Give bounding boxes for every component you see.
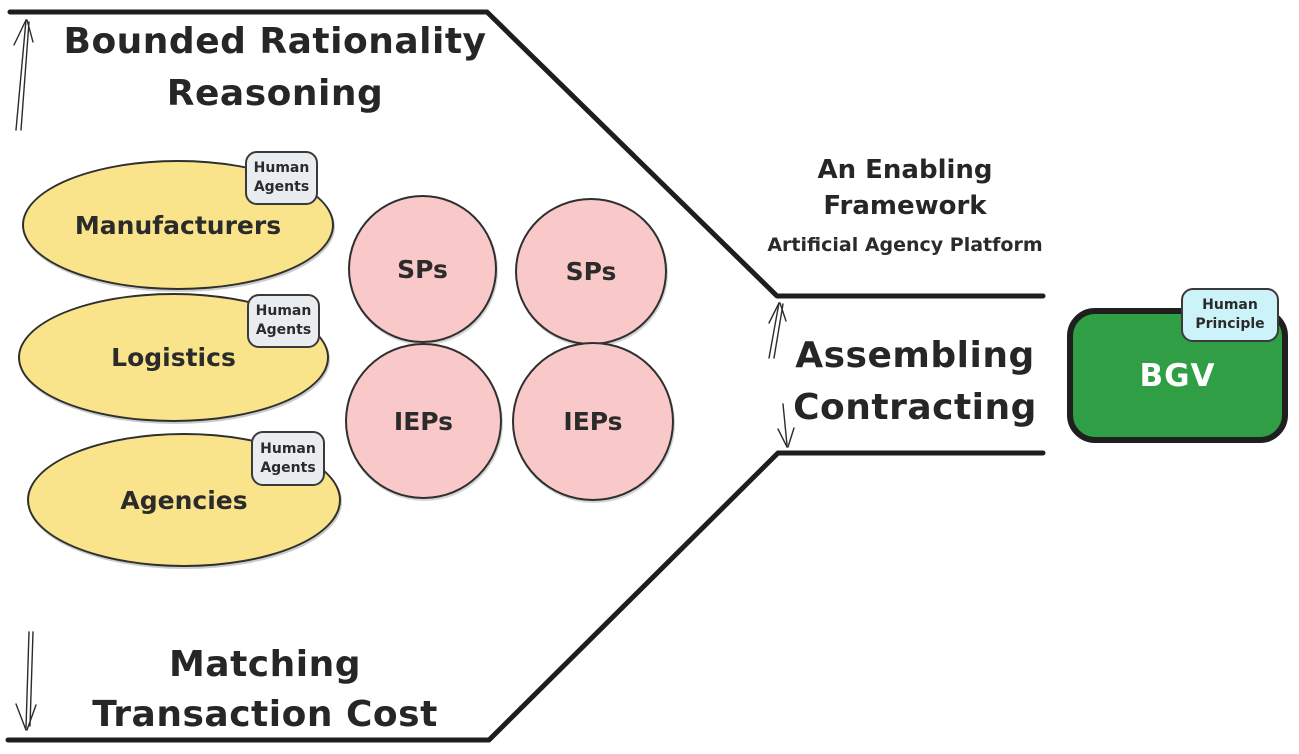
assembling-line: Assembling xyxy=(795,335,1035,376)
matching-line1: Matching xyxy=(168,644,362,685)
human-principle-badge-line1: Human xyxy=(1202,297,1258,313)
human-agents-badge-1-line1: Human xyxy=(253,160,310,176)
assembling-up-arrow-icon xyxy=(768,302,787,359)
assembling-contracting-label: Assembling Contracting xyxy=(765,330,1065,434)
bounded-rationality-line1: Bounded Rationality xyxy=(63,21,487,62)
human-agents-badge-3-line2: Agents xyxy=(260,459,316,476)
circle-ieps-1: IEPs xyxy=(345,343,502,499)
human-agents-badge-3-line1: Human xyxy=(260,440,316,457)
human-agents-badge-1: Human Agents xyxy=(245,151,318,205)
down-arrow-icon xyxy=(15,631,37,731)
assembling-down-arrow-icon xyxy=(777,403,795,448)
human-principle-badge-line2: Principle xyxy=(1195,316,1265,332)
ellipse-agencies-label: Agencies xyxy=(120,485,248,515)
matching-line2: Transaction Cost xyxy=(92,694,438,735)
artificial-agency-platform-subheading: Artificial Agency Platform xyxy=(767,234,1043,256)
bounded-rationality-line2: Reasoning xyxy=(166,73,384,114)
enabling-framework-line1: An Enabling xyxy=(817,155,993,185)
circle-sps-1-label: SPs xyxy=(397,254,448,284)
ellipse-manufacturers-label: Manufacturers xyxy=(74,210,282,240)
human-agents-badge-2: Human Agents xyxy=(247,294,320,348)
enabling-framework-heading: An Enabling Framework Artificial Agency … xyxy=(755,152,1055,256)
up-arrow-icon xyxy=(13,19,34,131)
contracting-line: Contracting xyxy=(793,387,1037,428)
ellipse-manufacturers: Manufacturers xyxy=(22,160,334,290)
human-principle-badge: Human Principle xyxy=(1181,288,1279,342)
human-agents-badge-2-line1: Human xyxy=(255,303,312,319)
bounded-rationality-label: Bounded Rationality Reasoning xyxy=(40,16,510,120)
funnel-bottom-edge xyxy=(5,450,1046,743)
circle-sps-2: SPs xyxy=(515,198,667,345)
human-agents-badge-1-line2: Agents xyxy=(253,179,310,195)
circle-sps-1: SPs xyxy=(348,195,497,343)
human-agents-badge-2-line2: Agents xyxy=(255,322,312,338)
human-agents-badge-3: Human Agents xyxy=(251,431,325,486)
circle-ieps-1-label: IEPs xyxy=(393,406,454,436)
matching-transaction-cost-label: Matching Transaction Cost xyxy=(40,640,490,740)
bgv-box-label: BGV xyxy=(1139,357,1216,394)
circle-sps-2-label: SPs xyxy=(565,257,617,286)
ellipse-logistics-label: Logistics xyxy=(111,343,236,372)
circle-ieps-2: IEPs xyxy=(512,342,674,501)
circle-ieps-2-label: IEPs xyxy=(563,407,623,436)
enabling-framework-line2: Framework xyxy=(823,191,987,221)
funnel-top-edge xyxy=(7,9,1046,299)
